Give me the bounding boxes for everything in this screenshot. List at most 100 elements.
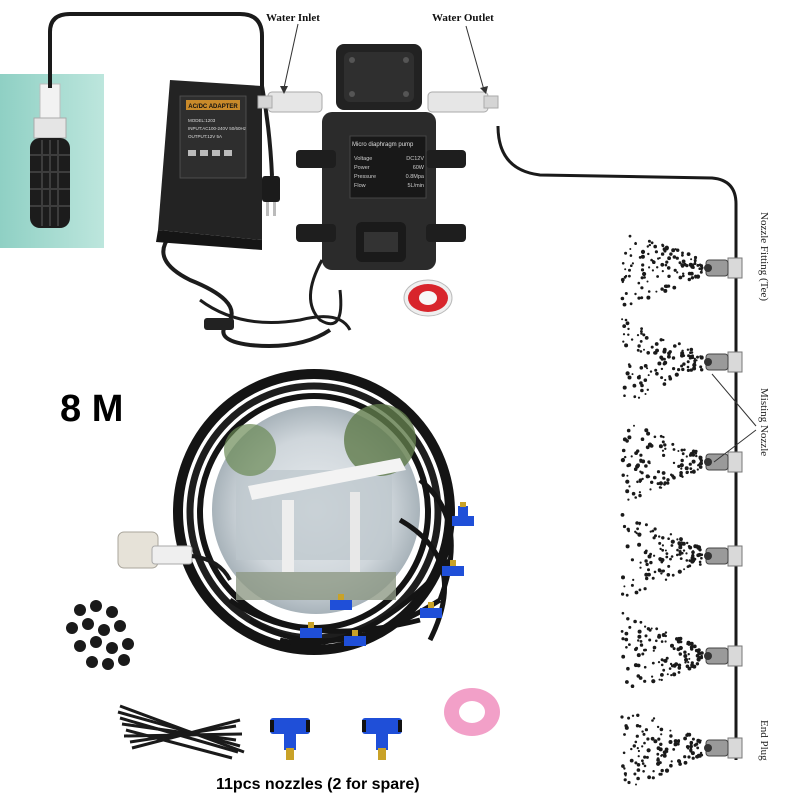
mist-droplet	[655, 639, 658, 643]
outlet-pipe	[496, 125, 738, 760]
mist-droplet	[662, 476, 666, 480]
mist-droplet	[627, 435, 632, 440]
mist-droplet	[680, 263, 684, 267]
mist-droplet	[633, 619, 637, 624]
mist-droplet	[661, 536, 665, 540]
mist-droplet	[646, 351, 650, 355]
mist-droplet	[641, 730, 644, 733]
mist-droplet	[636, 776, 640, 781]
mist-droplet	[653, 554, 656, 557]
mist-droplet	[660, 376, 664, 380]
mist-droplet	[622, 385, 627, 390]
mist-droplet	[637, 396, 641, 399]
mist-droplet	[658, 678, 661, 681]
mist-droplet	[667, 256, 671, 261]
mist-droplet	[667, 284, 671, 288]
mist-droplet	[678, 545, 683, 550]
nozzle-tip	[704, 744, 712, 752]
pump-spec-value: 60W	[413, 165, 425, 171]
mist-droplet	[695, 274, 701, 279]
mist-droplet	[647, 568, 650, 572]
mist-droplet	[640, 286, 644, 290]
mist-droplet	[686, 732, 689, 735]
mist-droplet	[652, 536, 656, 540]
mist-droplet	[659, 338, 663, 342]
mist-droplet	[632, 744, 636, 748]
mist-droplet	[633, 424, 635, 427]
mist-droplet	[625, 646, 628, 649]
teflon-tape-red	[403, 279, 453, 317]
mist-droplet	[639, 480, 642, 483]
mist-droplet	[693, 357, 697, 360]
mist-droplet	[694, 276, 697, 279]
mist-droplet	[683, 650, 687, 654]
mist-droplet	[665, 656, 669, 660]
mist-droplet	[687, 666, 692, 671]
mist-droplet	[676, 271, 679, 274]
mist-droplet	[696, 468, 699, 471]
mist-droplet	[682, 272, 685, 275]
mist-droplet	[673, 742, 678, 747]
mist-droplet	[644, 728, 649, 732]
mist-droplet	[651, 776, 655, 780]
mist-droplet	[654, 342, 659, 346]
mist-droplet	[624, 774, 627, 777]
mist-droplet	[623, 778, 627, 782]
mist-droplet	[662, 453, 666, 457]
mist-droplet	[643, 741, 646, 745]
mist-droplet	[691, 550, 695, 555]
mist-droplet	[644, 464, 648, 468]
mist-droplet	[636, 674, 641, 678]
mist-droplet	[639, 620, 643, 624]
mist-droplet	[631, 491, 636, 496]
mist-droplet	[630, 558, 635, 562]
mist-droplet	[637, 639, 640, 642]
mist-droplet	[663, 658, 668, 663]
mist-droplet	[670, 674, 673, 677]
mist-droplet	[636, 375, 641, 380]
mist-droplet	[681, 349, 684, 352]
mist-droplet	[651, 679, 656, 684]
mist-droplet	[685, 470, 689, 475]
mist-droplet	[664, 631, 668, 634]
mist-droplet	[646, 431, 651, 436]
mist-droplet	[647, 290, 651, 293]
mist-droplet	[678, 652, 681, 655]
water-inlet-label: Water Inlet	[266, 12, 320, 24]
mist-droplet	[627, 375, 632, 380]
end-plug	[727, 737, 743, 759]
mist-droplet	[634, 740, 638, 744]
mist-droplet	[660, 733, 663, 736]
mist-droplet	[635, 521, 639, 525]
mist-droplet	[656, 725, 660, 729]
mist-droplet	[643, 348, 645, 351]
mist-droplet	[644, 549, 648, 553]
mist-droplet	[659, 742, 663, 746]
mist-droplet	[667, 564, 671, 568]
pump-spec-value: 5L/min	[407, 183, 424, 189]
mist-droplet	[647, 775, 651, 780]
mist-droplet	[689, 452, 694, 456]
mist-droplet	[640, 330, 643, 333]
mist-droplet	[664, 378, 667, 382]
mist-droplet	[679, 537, 682, 540]
mist-droplet	[621, 575, 625, 580]
mist-droplet	[689, 347, 694, 352]
mist-droplet	[656, 758, 660, 762]
mist-droplet	[636, 653, 641, 658]
mist-droplet	[661, 270, 664, 273]
mist-droplet	[648, 475, 651, 478]
pump-spec-value: DC12V	[406, 156, 424, 162]
mist-droplet	[655, 627, 659, 631]
mist-droplet	[621, 473, 625, 477]
mist-droplet	[621, 654, 626, 659]
mist-droplet	[664, 747, 669, 752]
mist-droplet	[678, 275, 683, 280]
mist-droplet	[623, 733, 626, 736]
mist-droplet	[634, 761, 638, 765]
mist-droplet	[639, 350, 643, 353]
nozzle-tip	[704, 458, 712, 466]
mist-droplet	[644, 625, 647, 628]
adapter-title: AC/DC ADAPTER	[188, 104, 238, 110]
mist-droplet	[658, 772, 662, 776]
